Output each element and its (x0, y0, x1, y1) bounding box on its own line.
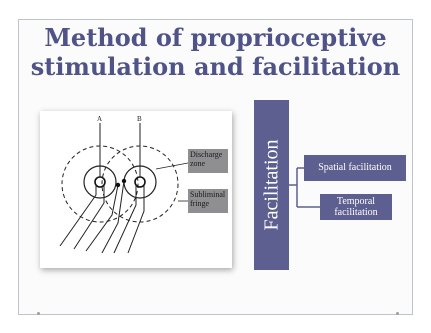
subliminal-fringe-line-1: Subliminal (190, 190, 226, 199)
subliminal-fringe-line-2: fringe (190, 199, 210, 208)
title-line-2: stimulation and facilitation (30, 52, 401, 81)
fiber-a1 (59, 185, 97, 247)
discharge-zone-line-2: zone (190, 159, 206, 168)
spatial-facilitation-label: Spatial facilitation (318, 162, 392, 173)
fiber-a2 (73, 185, 105, 250)
title-line-1: Method of proprioceptive (44, 23, 387, 52)
fiber-b2 (127, 185, 145, 254)
temporal-facilitation-line-2: facilitation (334, 207, 378, 218)
fiber-b1 (113, 185, 137, 254)
label-a: A (97, 115, 102, 123)
temporal-facilitation-line-1: Temporal (336, 196, 376, 207)
neuron-diagram-drawing: A B (59, 115, 189, 254)
facilitation-box: Facilitation (254, 100, 289, 270)
slide-title: Method of proprioceptive stimulation and… (0, 23, 431, 81)
fiber-m2 (101, 180, 125, 254)
temporal-facilitation-box: Temporal facilitation (320, 194, 392, 220)
discharge-zone-line-1: Discharge (190, 150, 223, 159)
discharge-zone-label: Discharge zone (188, 149, 228, 173)
corner-dot-left (37, 312, 40, 315)
neuron-diagram-image: A B Discharge zone Subliminal fringe (40, 111, 232, 268)
synapse-dot-1 (115, 182, 121, 188)
synapse-dot-2 (121, 178, 127, 184)
leader-discharge (155, 162, 189, 170)
label-b: B (137, 115, 142, 123)
spatial-facilitation-box: Spatial facilitation (304, 155, 406, 181)
corner-dot-right (396, 312, 399, 315)
fiber-m1 (85, 184, 119, 252)
subliminal-fringe-label: Subliminal fringe (188, 189, 228, 213)
